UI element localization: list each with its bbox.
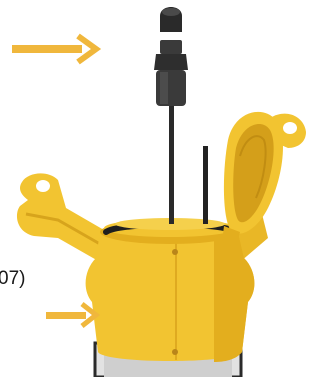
arrow-right-icon bbox=[12, 36, 96, 62]
left-lug bbox=[17, 173, 104, 262]
partial-label: 07) bbox=[0, 268, 25, 290]
housing-body bbox=[86, 228, 255, 363]
arrow-right-icon bbox=[46, 304, 96, 326]
probe-assembly bbox=[154, 7, 208, 224]
